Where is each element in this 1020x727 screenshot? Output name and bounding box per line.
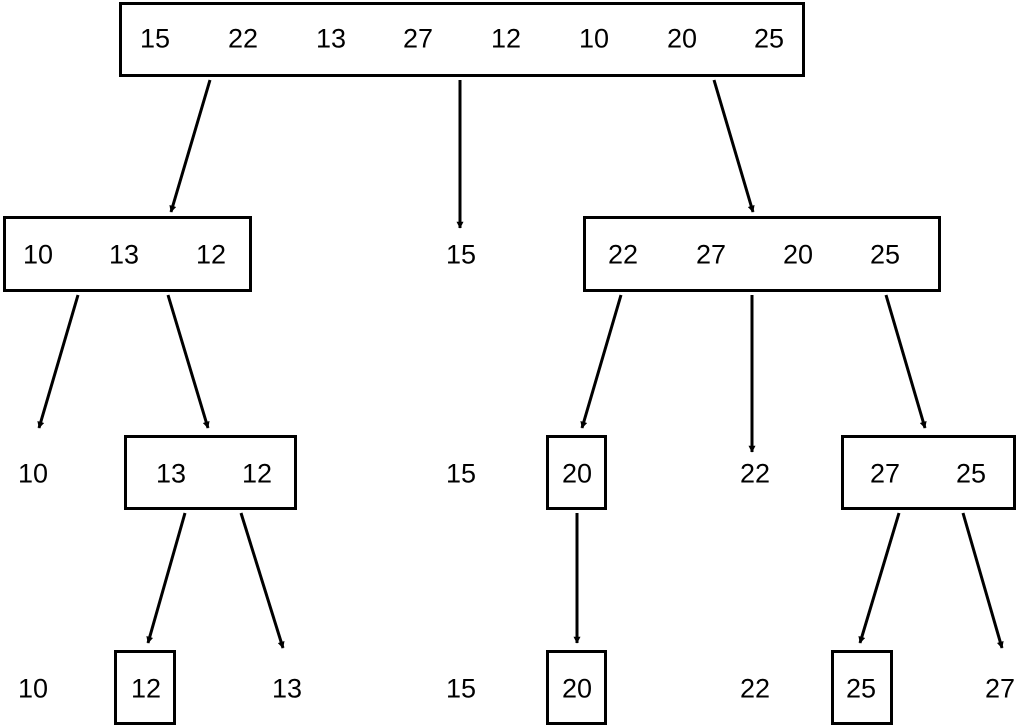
array-value: 20 xyxy=(666,23,698,54)
partition-box-l1-left xyxy=(3,216,252,292)
placed-value: 15 xyxy=(445,458,477,489)
partition-box-l2-d xyxy=(546,435,607,510)
partition-box-l0-root xyxy=(119,2,805,77)
array-value: 20 xyxy=(561,673,593,704)
partition-box-l2-b xyxy=(124,435,297,510)
array-value: 25 xyxy=(955,458,987,489)
array-value: 20 xyxy=(561,458,593,489)
array-value: 12 xyxy=(241,458,273,489)
placed-value: 15 xyxy=(445,239,477,270)
array-value: 13 xyxy=(315,23,347,54)
array-value: 20 xyxy=(782,239,814,270)
partition-box-l3-e xyxy=(546,650,607,725)
placed-value: 22 xyxy=(739,673,771,704)
arrow-l1-left-to-l2-a xyxy=(37,294,80,429)
array-value: 27 xyxy=(402,23,434,54)
partition-box-l3-g xyxy=(831,650,893,725)
placed-value: 10 xyxy=(17,673,49,704)
placed-value: 15 xyxy=(445,673,477,704)
arrow-l2-f-to-l3-h xyxy=(961,512,1004,649)
arrow-l1-right-to-l2-d xyxy=(580,294,623,429)
array-value: 13 xyxy=(108,239,140,270)
arrow-l2-f-to-l3-g xyxy=(858,512,901,644)
partition-box-l1-right xyxy=(583,216,941,292)
placed-value: 22 xyxy=(739,458,771,489)
placed-value: 10 xyxy=(17,458,49,489)
array-value: 12 xyxy=(130,673,162,704)
array-value: 22 xyxy=(227,23,259,54)
placed-value: 13 xyxy=(271,673,303,704)
array-value: 12 xyxy=(490,23,522,54)
partition-box-l3-b xyxy=(114,650,176,725)
arrow-l1-right-to-l2-f xyxy=(884,294,927,429)
arrow-l0-root-to-l1-right xyxy=(712,79,755,213)
placed-value: 27 xyxy=(984,673,1016,704)
array-value: 13 xyxy=(155,458,187,489)
array-value: 25 xyxy=(869,239,901,270)
array-value: 10 xyxy=(22,239,54,270)
array-value: 27 xyxy=(869,458,901,489)
arrow-l2-b-to-l3-c xyxy=(239,512,285,649)
array-value: 10 xyxy=(578,23,610,54)
array-value: 27 xyxy=(695,239,727,270)
array-value: 25 xyxy=(753,23,785,54)
array-value: 12 xyxy=(195,239,227,270)
array-value: 15 xyxy=(139,23,171,54)
arrow-l1-left-to-l2-b xyxy=(166,294,210,429)
partition-box-l2-f xyxy=(841,435,1016,510)
arrow-l0-root-to-l1-left xyxy=(169,79,212,213)
arrow-l2-b-to-l3-b xyxy=(146,512,187,644)
array-value: 22 xyxy=(607,239,639,270)
array-value: 25 xyxy=(845,673,877,704)
